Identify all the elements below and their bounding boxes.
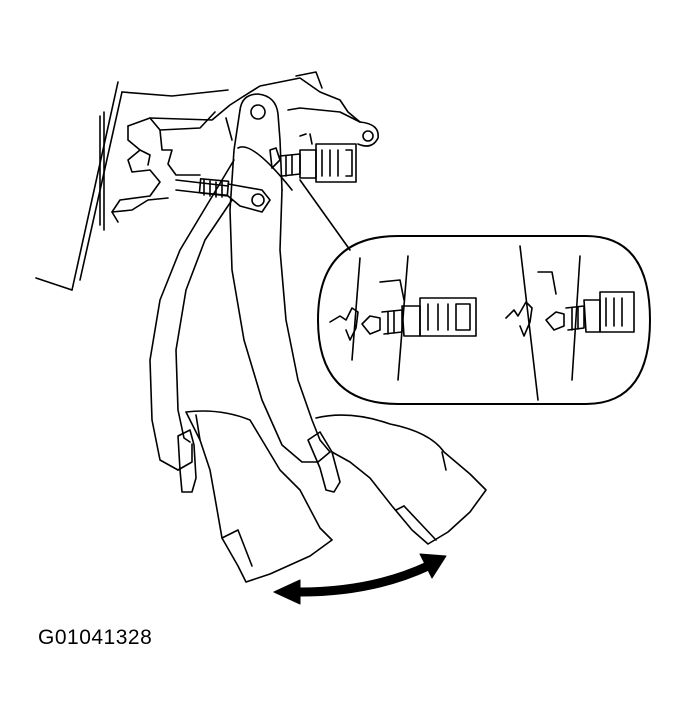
callout-leader <box>237 146 351 251</box>
second-pedal-arm <box>149 159 235 471</box>
firewall-panel <box>35 81 229 291</box>
detail-switch-left <box>329 255 477 381</box>
brake-pedal-arm <box>229 93 331 463</box>
pedal-bracket <box>111 71 379 223</box>
detail-switch-right <box>505 245 635 401</box>
magnified-detail-callout <box>317 235 651 405</box>
figure-code: G01041328 <box>38 626 153 649</box>
right-pedal-pad <box>307 414 487 545</box>
left-pedal-pad <box>177 410 333 583</box>
double-headed-curved-arrow-icon <box>273 553 447 605</box>
stop-light-switch-icon <box>269 133 357 183</box>
pushrod <box>175 178 271 213</box>
